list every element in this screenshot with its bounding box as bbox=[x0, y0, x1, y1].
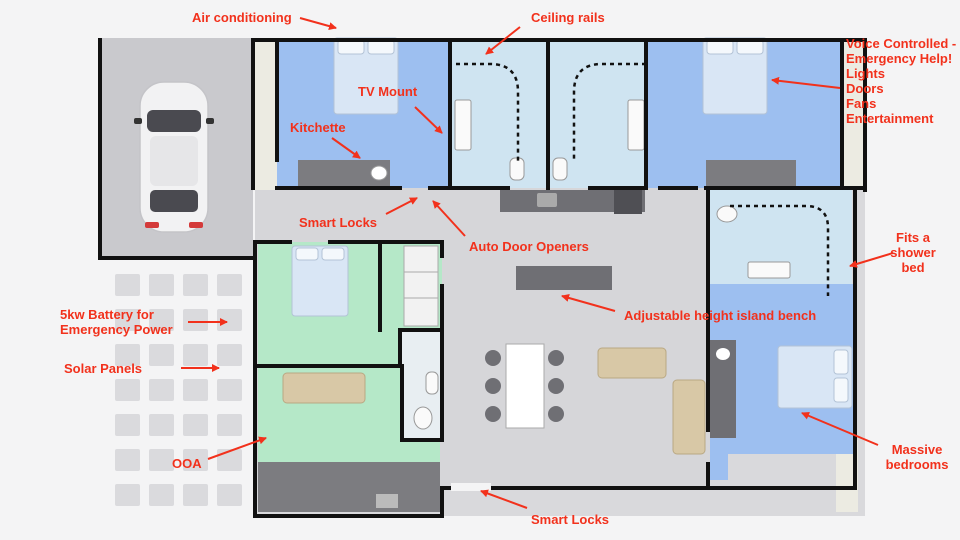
solar-panel bbox=[149, 379, 174, 401]
solar-panel bbox=[183, 449, 208, 471]
solar-panel bbox=[149, 274, 174, 296]
solar-panel bbox=[217, 379, 242, 401]
label-fits-shower-bed: Fits a shower bed bbox=[880, 230, 946, 275]
voice-line-2: Emergency Help! bbox=[846, 51, 953, 66]
voice-line-3: Lights bbox=[846, 66, 885, 81]
voice-line-5: Fans bbox=[846, 96, 877, 111]
solar-panel bbox=[183, 484, 208, 506]
solar-panel bbox=[217, 449, 242, 471]
battery-line-2: Emergency Power bbox=[60, 322, 173, 337]
shower-line-3: bed bbox=[901, 260, 925, 275]
ooa-kitchen-bench bbox=[258, 462, 440, 512]
solar-panel bbox=[115, 309, 140, 331]
label-solar-panels: Solar Panels bbox=[64, 361, 143, 376]
car-icon bbox=[134, 81, 214, 233]
solar-panel bbox=[149, 484, 174, 506]
solar-panel bbox=[115, 379, 140, 401]
bedrooms-line-1: Massive bbox=[891, 442, 943, 457]
solar-panel bbox=[217, 484, 242, 506]
solar-panel bbox=[115, 449, 140, 471]
solar-panel bbox=[217, 344, 242, 366]
label-auto-door-openers: Auto Door Openers bbox=[469, 239, 589, 254]
walls bbox=[251, 38, 867, 518]
solar-panel bbox=[183, 344, 208, 366]
label-kitchette: Kitchette bbox=[290, 120, 346, 135]
solar-panel bbox=[183, 274, 208, 296]
ceiling-rail bbox=[448, 62, 830, 296]
solar-panel bbox=[217, 309, 242, 331]
label-ceiling-rails: Ceiling rails bbox=[531, 10, 605, 25]
solar-panel bbox=[115, 484, 140, 506]
battery-line-1: 5kw Battery for bbox=[60, 307, 154, 322]
voice-line-4: Doors bbox=[846, 81, 884, 96]
sofa-icon bbox=[282, 347, 706, 455]
bedrooms-line-2: bedrooms bbox=[885, 457, 949, 472]
solar-panel bbox=[183, 414, 208, 436]
voice-line-6: Entertainment bbox=[846, 111, 934, 126]
sink-icon bbox=[454, 99, 791, 279]
label-adjustable-bench: Adjustable height island bench bbox=[624, 308, 817, 323]
arrow-icon bbox=[181, 17, 894, 509]
solar-panel bbox=[217, 414, 242, 436]
label-massive-bedrooms: Massive bedrooms bbox=[880, 442, 954, 472]
solar-panel bbox=[217, 274, 242, 296]
label-battery: 5kw Battery for Emergency Power bbox=[60, 307, 173, 337]
solar-panel bbox=[149, 449, 174, 471]
shower-line-2: shower bbox=[890, 245, 936, 260]
label-smart-locks-top: Smart Locks bbox=[299, 215, 378, 230]
solar-panel bbox=[149, 344, 174, 366]
label-voice-controlled: Voice Controlled - Emergency Help! Light… bbox=[846, 36, 956, 126]
label-tv-mount: TV Mount bbox=[358, 84, 418, 99]
solar-panel bbox=[115, 414, 140, 436]
kitchen-bench bbox=[500, 190, 645, 212]
solar-panel bbox=[115, 344, 140, 366]
label-air-conditioning: Air conditioning bbox=[192, 10, 292, 25]
dining-table bbox=[485, 343, 564, 429]
solar-panel bbox=[149, 309, 174, 331]
island-bench bbox=[516, 266, 612, 290]
voice-line-1: Voice Controlled - bbox=[846, 36, 957, 51]
shower-line-1: Fits a bbox=[896, 230, 930, 245]
toilet-icon bbox=[413, 157, 738, 430]
label-ooa: OOA bbox=[172, 456, 202, 471]
solar-panel bbox=[115, 274, 140, 296]
solar-panel bbox=[149, 414, 174, 436]
solar-panel bbox=[183, 379, 208, 401]
solar-panel bbox=[183, 309, 208, 331]
label-smart-locks-bottom: Smart Locks bbox=[531, 512, 610, 527]
